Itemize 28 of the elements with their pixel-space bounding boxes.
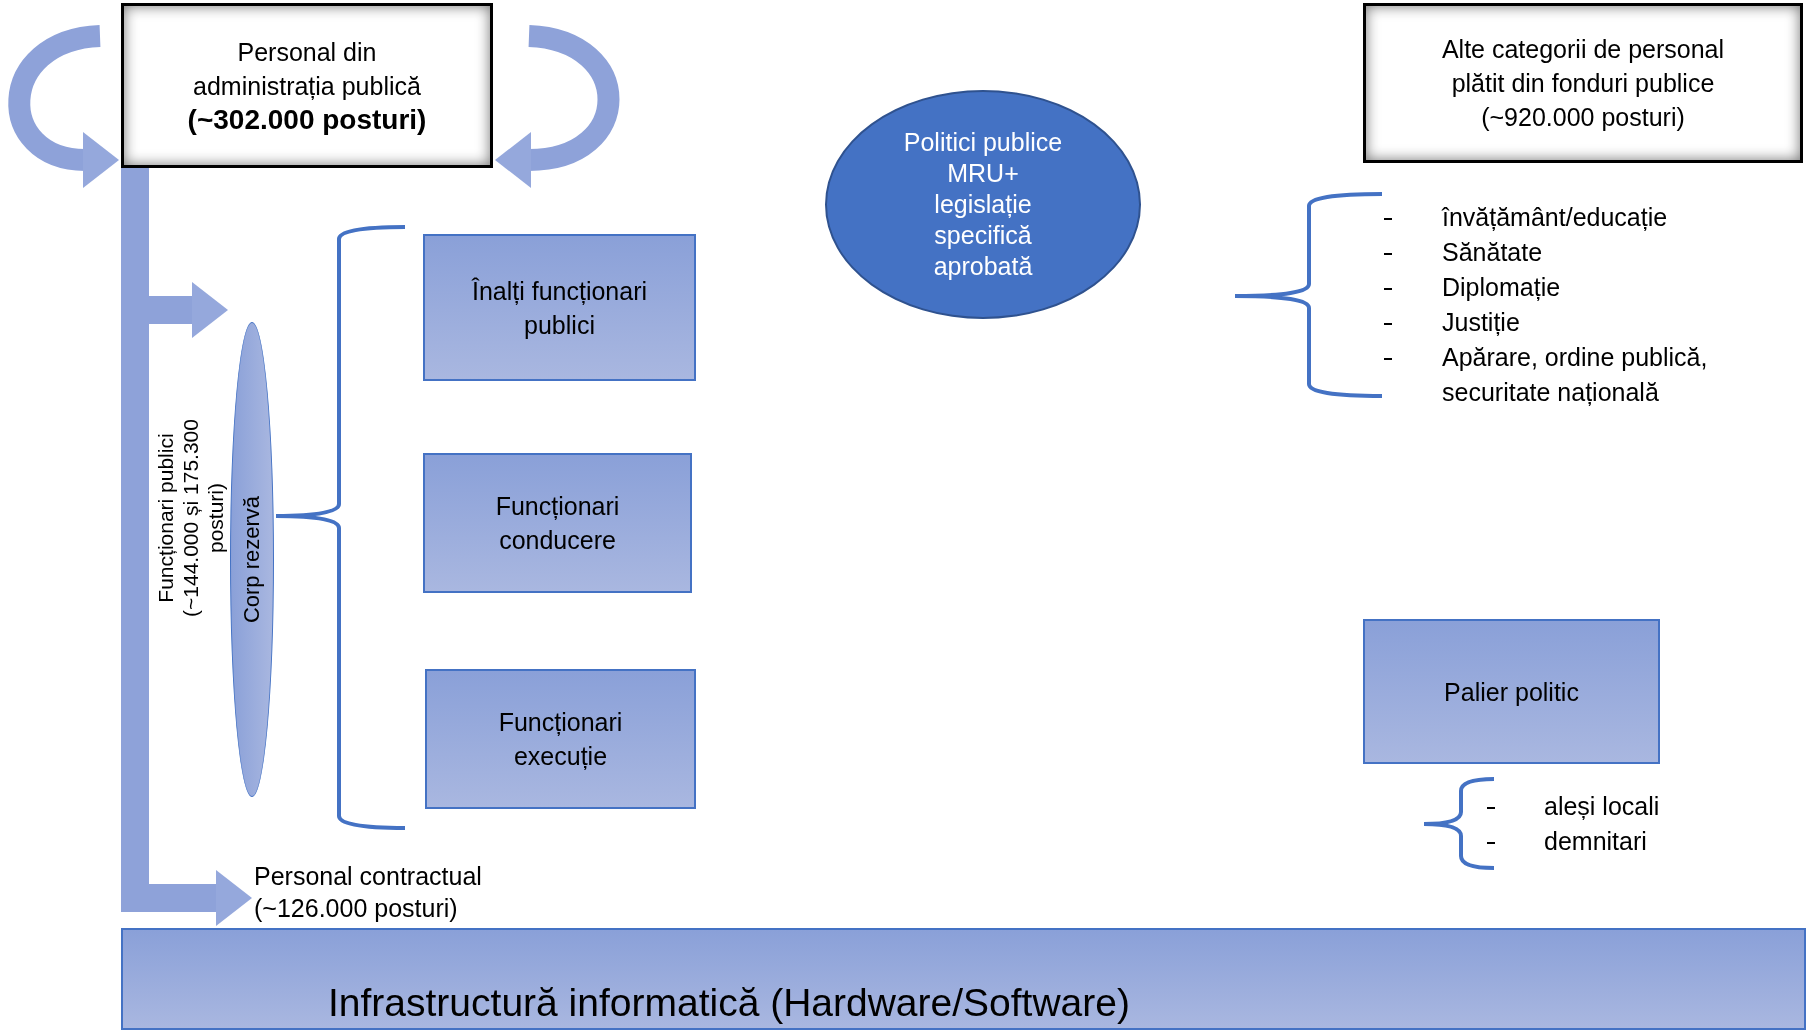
list-item: demnitari [1544, 826, 1648, 857]
node-text: Personal contractual (~126.000 posturi) [254, 861, 483, 924]
node-text: (~302.000 posturi) [187, 102, 427, 137]
list-item: învățământ/educație [1442, 202, 1669, 233]
vertical-label: Funcționari publici (~144.000 și 175.300 posturi) [152, 418, 228, 619]
arrow [495, 25, 620, 188]
node-text: Funcționari conducere [494, 491, 621, 556]
node-text: Infrastructură informatică (Hardware/Software) [328, 980, 1130, 1026]
list-item: Justiție [1442, 307, 1521, 338]
list-item: Diplomație [1442, 272, 1562, 303]
framed-box [1363, 3, 1803, 163]
process-box [423, 234, 696, 381]
node-text: Înalți funcționari publici [470, 275, 649, 341]
node-text: Alte categorii de personal plătit din fonduri publice (~920.000 posturi) [1440, 34, 1726, 133]
framed-box [121, 3, 493, 168]
list-item: aleși locali [1544, 791, 1661, 822]
node-text: Funcționari execuție [497, 707, 624, 772]
arrow [8, 25, 119, 188]
banner-bar [121, 928, 1806, 1030]
node-text: Palier politic [1444, 676, 1579, 708]
node-text: Corp rezervă [238, 495, 266, 624]
list-item: Sănătate [1442, 237, 1544, 268]
node-text: Politici publice MRU+ legislație specifică aprobată [903, 127, 1063, 282]
process-box [423, 453, 692, 593]
list-item: Apărare, ordine publică, securitate națională [1442, 342, 1709, 408]
node-text: Personal din administrația publică [192, 36, 422, 102]
process-box [1363, 619, 1660, 764]
process-box [425, 669, 696, 809]
